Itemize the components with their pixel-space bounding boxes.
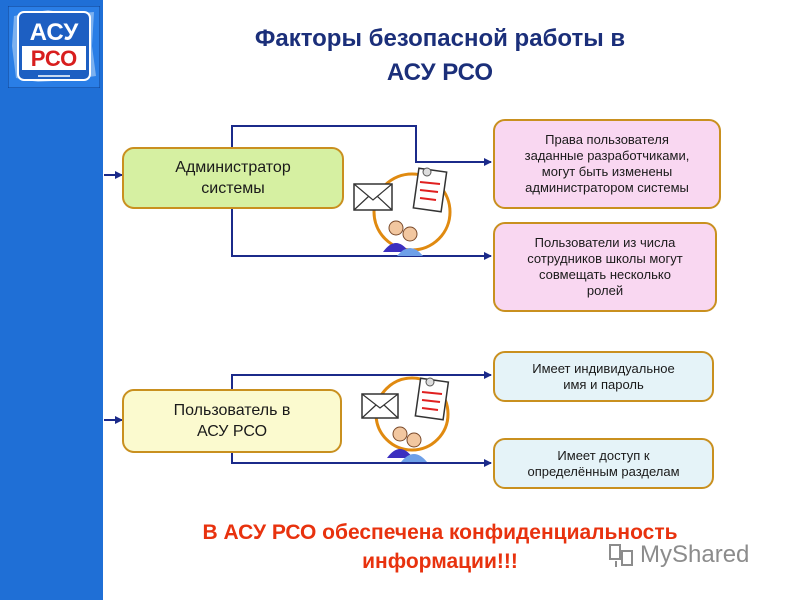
password-line-1: Имеет индивидуальное — [532, 360, 675, 376]
security-illustration-1 — [350, 160, 460, 260]
svg-text:АСУ: АСУ — [30, 19, 80, 46]
sections-box: Имеет доступ к определённым разделам — [493, 438, 714, 489]
left-sidebar-bar — [0, 0, 103, 600]
connector-admin-rights — [231, 125, 492, 166]
title-line-1: Факторы безопасной работы в — [254, 25, 626, 52]
conclusion-line-1: В АСУ РСО обеспечена конфиденциальность — [202, 521, 678, 544]
document-icon — [412, 167, 448, 213]
user-box-line-2: АСУ РСО — [196, 423, 268, 440]
rights-line-2: заданные разработчиками, — [524, 148, 690, 163]
conclusion-line-2: информации!!! — [362, 550, 518, 573]
roles-line-4: ролей — [586, 283, 624, 298]
share-icon — [609, 544, 633, 567]
sections-line-1: Имеет доступ к — [557, 447, 650, 463]
admin-box-line-1: Администратор — [175, 159, 291, 176]
envelope-icon — [361, 393, 399, 419]
document-icon — [414, 377, 450, 421]
users-icon — [387, 426, 427, 462]
rights-box: Права пользователя заданные разработчика… — [493, 119, 721, 209]
watermark-text: MyShared — [640, 541, 750, 568]
password-line-2: имя и пароль — [563, 376, 644, 392]
envelope-icon — [353, 183, 393, 211]
sections-line-2: определённым разделам — [527, 463, 680, 479]
rights-line-4: администратором системы — [525, 180, 689, 195]
roles-line-1: Пользователи из числа — [534, 235, 676, 250]
roles-box: Пользователи из числа сотрудников школы … — [493, 222, 717, 312]
conclusion-text: В АСУ РСО обеспечена конфиденциальность … — [110, 518, 770, 576]
roles-line-3: совмещать несколько — [539, 267, 671, 282]
password-box: Имеет индивидуальное имя и пароль — [493, 351, 714, 402]
myshared-watermark: MyShared — [608, 540, 749, 570]
admin-box: Администратор системы — [122, 147, 344, 209]
rights-line-3: могут быть изменены — [541, 164, 673, 179]
connector-user-password — [231, 371, 492, 390]
page-title: Факторы безопасной работы в АСУ РСО — [150, 22, 730, 90]
asu-rso-logo: АСУ РСО — [7, 5, 101, 89]
users-icon — [383, 220, 423, 256]
admin-box-line-2: системы — [201, 180, 265, 197]
roles-line-2: сотрудников школы могут — [527, 251, 683, 266]
svg-text:РСО: РСО — [31, 46, 78, 71]
title-line-2: АСУ РСО — [386, 59, 494, 86]
rights-line-1: Права пользователя — [545, 132, 669, 147]
user-box: Пользователь в АСУ РСО — [122, 389, 342, 453]
connector-user-sections — [231, 452, 492, 467]
security-illustration-2 — [350, 370, 460, 470]
user-box-line-1: Пользователь в — [173, 402, 291, 419]
